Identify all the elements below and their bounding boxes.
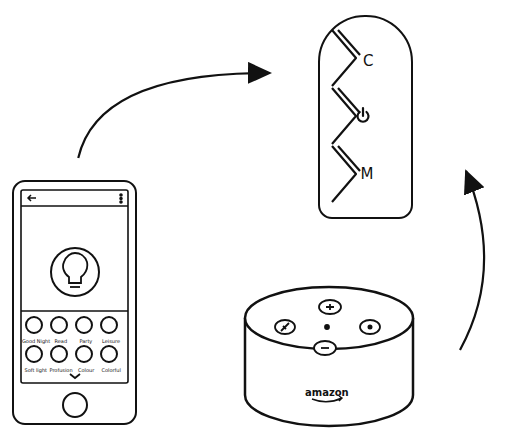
curved-arrow bbox=[460, 171, 484, 350]
node-text: amazon bbox=[305, 388, 349, 398]
curved-arrow bbox=[78, 73, 270, 158]
speaker-outline bbox=[243, 285, 415, 435]
smart-speaker: amazon bbox=[243, 285, 415, 435]
remote-control: CM bbox=[318, 15, 413, 219]
node-text: M bbox=[361, 167, 374, 182]
node-text: Good Night bbox=[22, 339, 50, 344]
node-text: Read bbox=[55, 339, 68, 344]
node-text: C bbox=[363, 54, 373, 69]
node-text: Colour bbox=[78, 368, 94, 373]
node-text: Party bbox=[80, 339, 93, 344]
phone-screen bbox=[21, 190, 128, 417]
power-symbol bbox=[358, 108, 369, 122]
node-text: Leisure bbox=[102, 339, 120, 344]
smartphone: Good Night Read Party LeisureSoft lightProf… bbox=[12, 180, 137, 425]
node-text: Soft light bbox=[25, 368, 48, 373]
node-text: Colorful bbox=[102, 368, 121, 373]
node-text: Profusion bbox=[50, 368, 73, 373]
remote-chevrons bbox=[332, 30, 360, 202]
